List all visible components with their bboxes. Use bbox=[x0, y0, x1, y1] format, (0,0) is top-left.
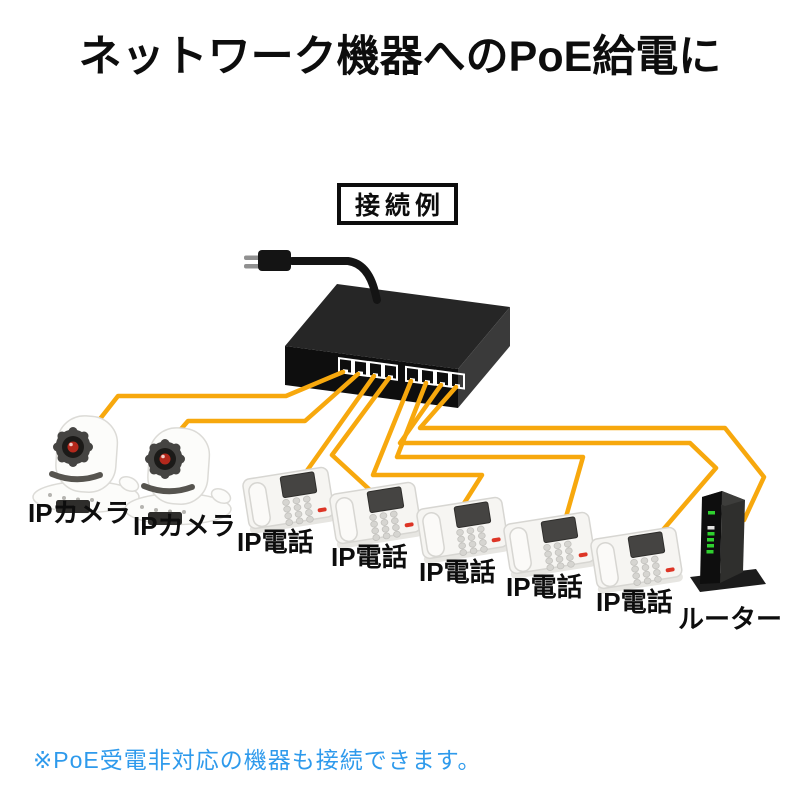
poe-cable-to-ip-phone-5 bbox=[397, 382, 719, 534]
poe-cable-to-ip-phone-3 bbox=[370, 378, 485, 508]
connection-example-label: 接続例 bbox=[354, 192, 445, 220]
label-ip-camera-2: IPカメラ bbox=[133, 511, 236, 541]
ip-phone-2-illustration bbox=[328, 480, 424, 551]
label-ip-phone-4: IP電話 bbox=[506, 572, 583, 602]
ip-phone-4-illustration bbox=[502, 510, 598, 581]
poe-cable-to-ip-phone-4 bbox=[394, 380, 586, 520]
ip-phone-1-illustration bbox=[241, 465, 337, 536]
footnote: ※PoE受電非対応の機器も接続できます。 bbox=[33, 747, 482, 773]
label-router: ルーター bbox=[678, 604, 783, 634]
label-ip-phone-1: IP電話 bbox=[237, 527, 314, 557]
power-plug-icon bbox=[244, 250, 381, 304]
poe-cable-to-ip-camera-1 bbox=[93, 369, 346, 427]
router-status-leds bbox=[706, 511, 715, 554]
label-ip-phone-3: IP電話 bbox=[419, 557, 496, 587]
connection-example-badge: 接続例 bbox=[337, 183, 458, 225]
label-ip-camera-1: IPカメラ bbox=[28, 498, 131, 528]
label-ip-phone-2: IP電話 bbox=[331, 542, 408, 572]
ip-phone-5-illustration bbox=[589, 525, 685, 596]
ip-phone-3-illustration bbox=[415, 495, 511, 566]
page-title: ネットワーク機器へのPoE給電に bbox=[78, 33, 722, 81]
poe-cable-to-router bbox=[417, 384, 767, 523]
poe-cable-to-ip-phone-2 bbox=[329, 375, 392, 493]
poe-cable-to-ip-phone-1 bbox=[303, 373, 377, 475]
poe-switch-illustration bbox=[285, 284, 510, 408]
router-illustration bbox=[690, 491, 766, 592]
label-ip-phone-5: IP電話 bbox=[596, 587, 673, 617]
